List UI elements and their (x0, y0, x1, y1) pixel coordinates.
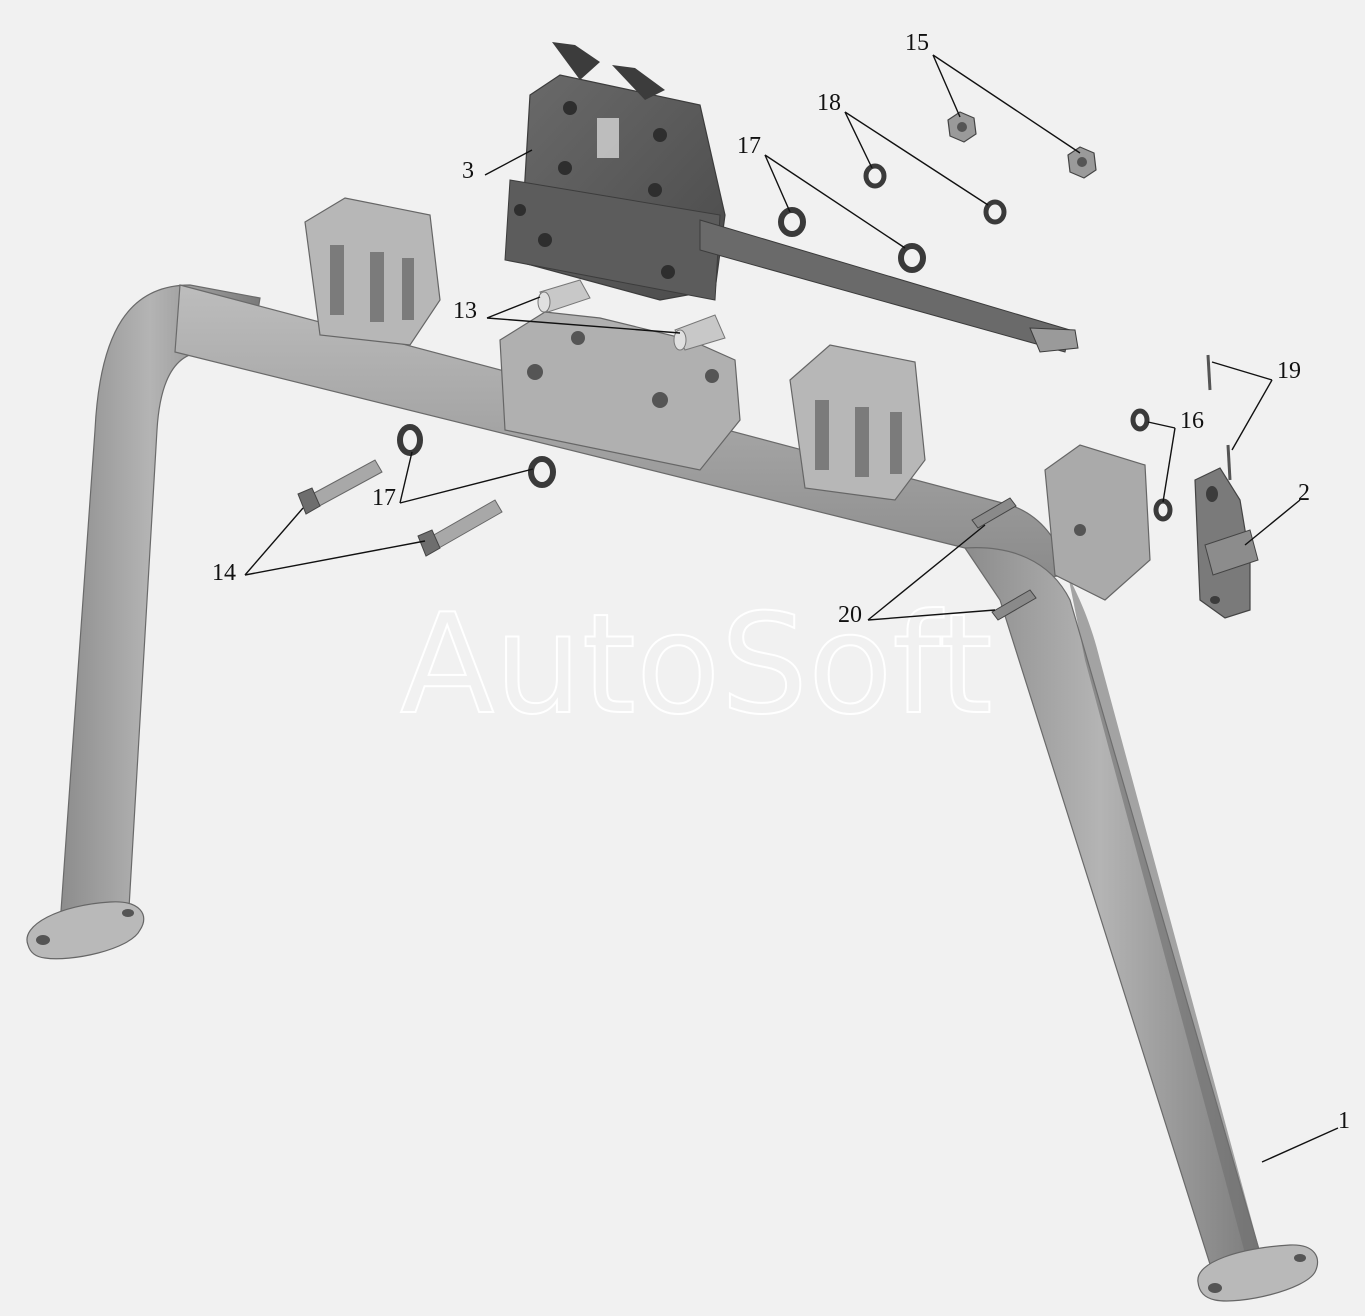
callout-3: 3 (462, 158, 474, 184)
watermark-text: AutoSoft (400, 584, 993, 745)
clamp-bracket-part-2 (1194, 467, 1259, 619)
nuts-part-15 (947, 111, 1097, 179)
leader-lines (244, 54, 1339, 1163)
callout-2: 2 (1298, 480, 1310, 506)
callout-14: 14 (212, 560, 236, 586)
latch-assembly-part-3 (504, 42, 1079, 353)
callout-17-top: 17 (737, 133, 761, 159)
callout-17-bottom: 17 (372, 485, 396, 511)
callout-16: 16 (1180, 408, 1204, 434)
pins-part-20 (971, 497, 1037, 621)
bolts-part-14 (297, 459, 503, 557)
bushings-part-13 (537, 279, 726, 351)
callout-18: 18 (817, 90, 841, 116)
callout-19: 19 (1277, 358, 1301, 384)
callout-20: 20 (838, 602, 862, 628)
callout-15: 15 (905, 30, 929, 56)
callout-13: 13 (453, 298, 477, 324)
frame-part-1 (26, 197, 1319, 1302)
callout-1: 1 (1338, 1108, 1350, 1134)
cotter-pins-part-19 (1206, 354, 1232, 481)
washers-part-18 (863, 163, 1007, 225)
callout-labels: 1 2 3 13 14 15 16 17 17 18 19 20 (212, 30, 1350, 1134)
washers-part-17 (397, 207, 926, 488)
